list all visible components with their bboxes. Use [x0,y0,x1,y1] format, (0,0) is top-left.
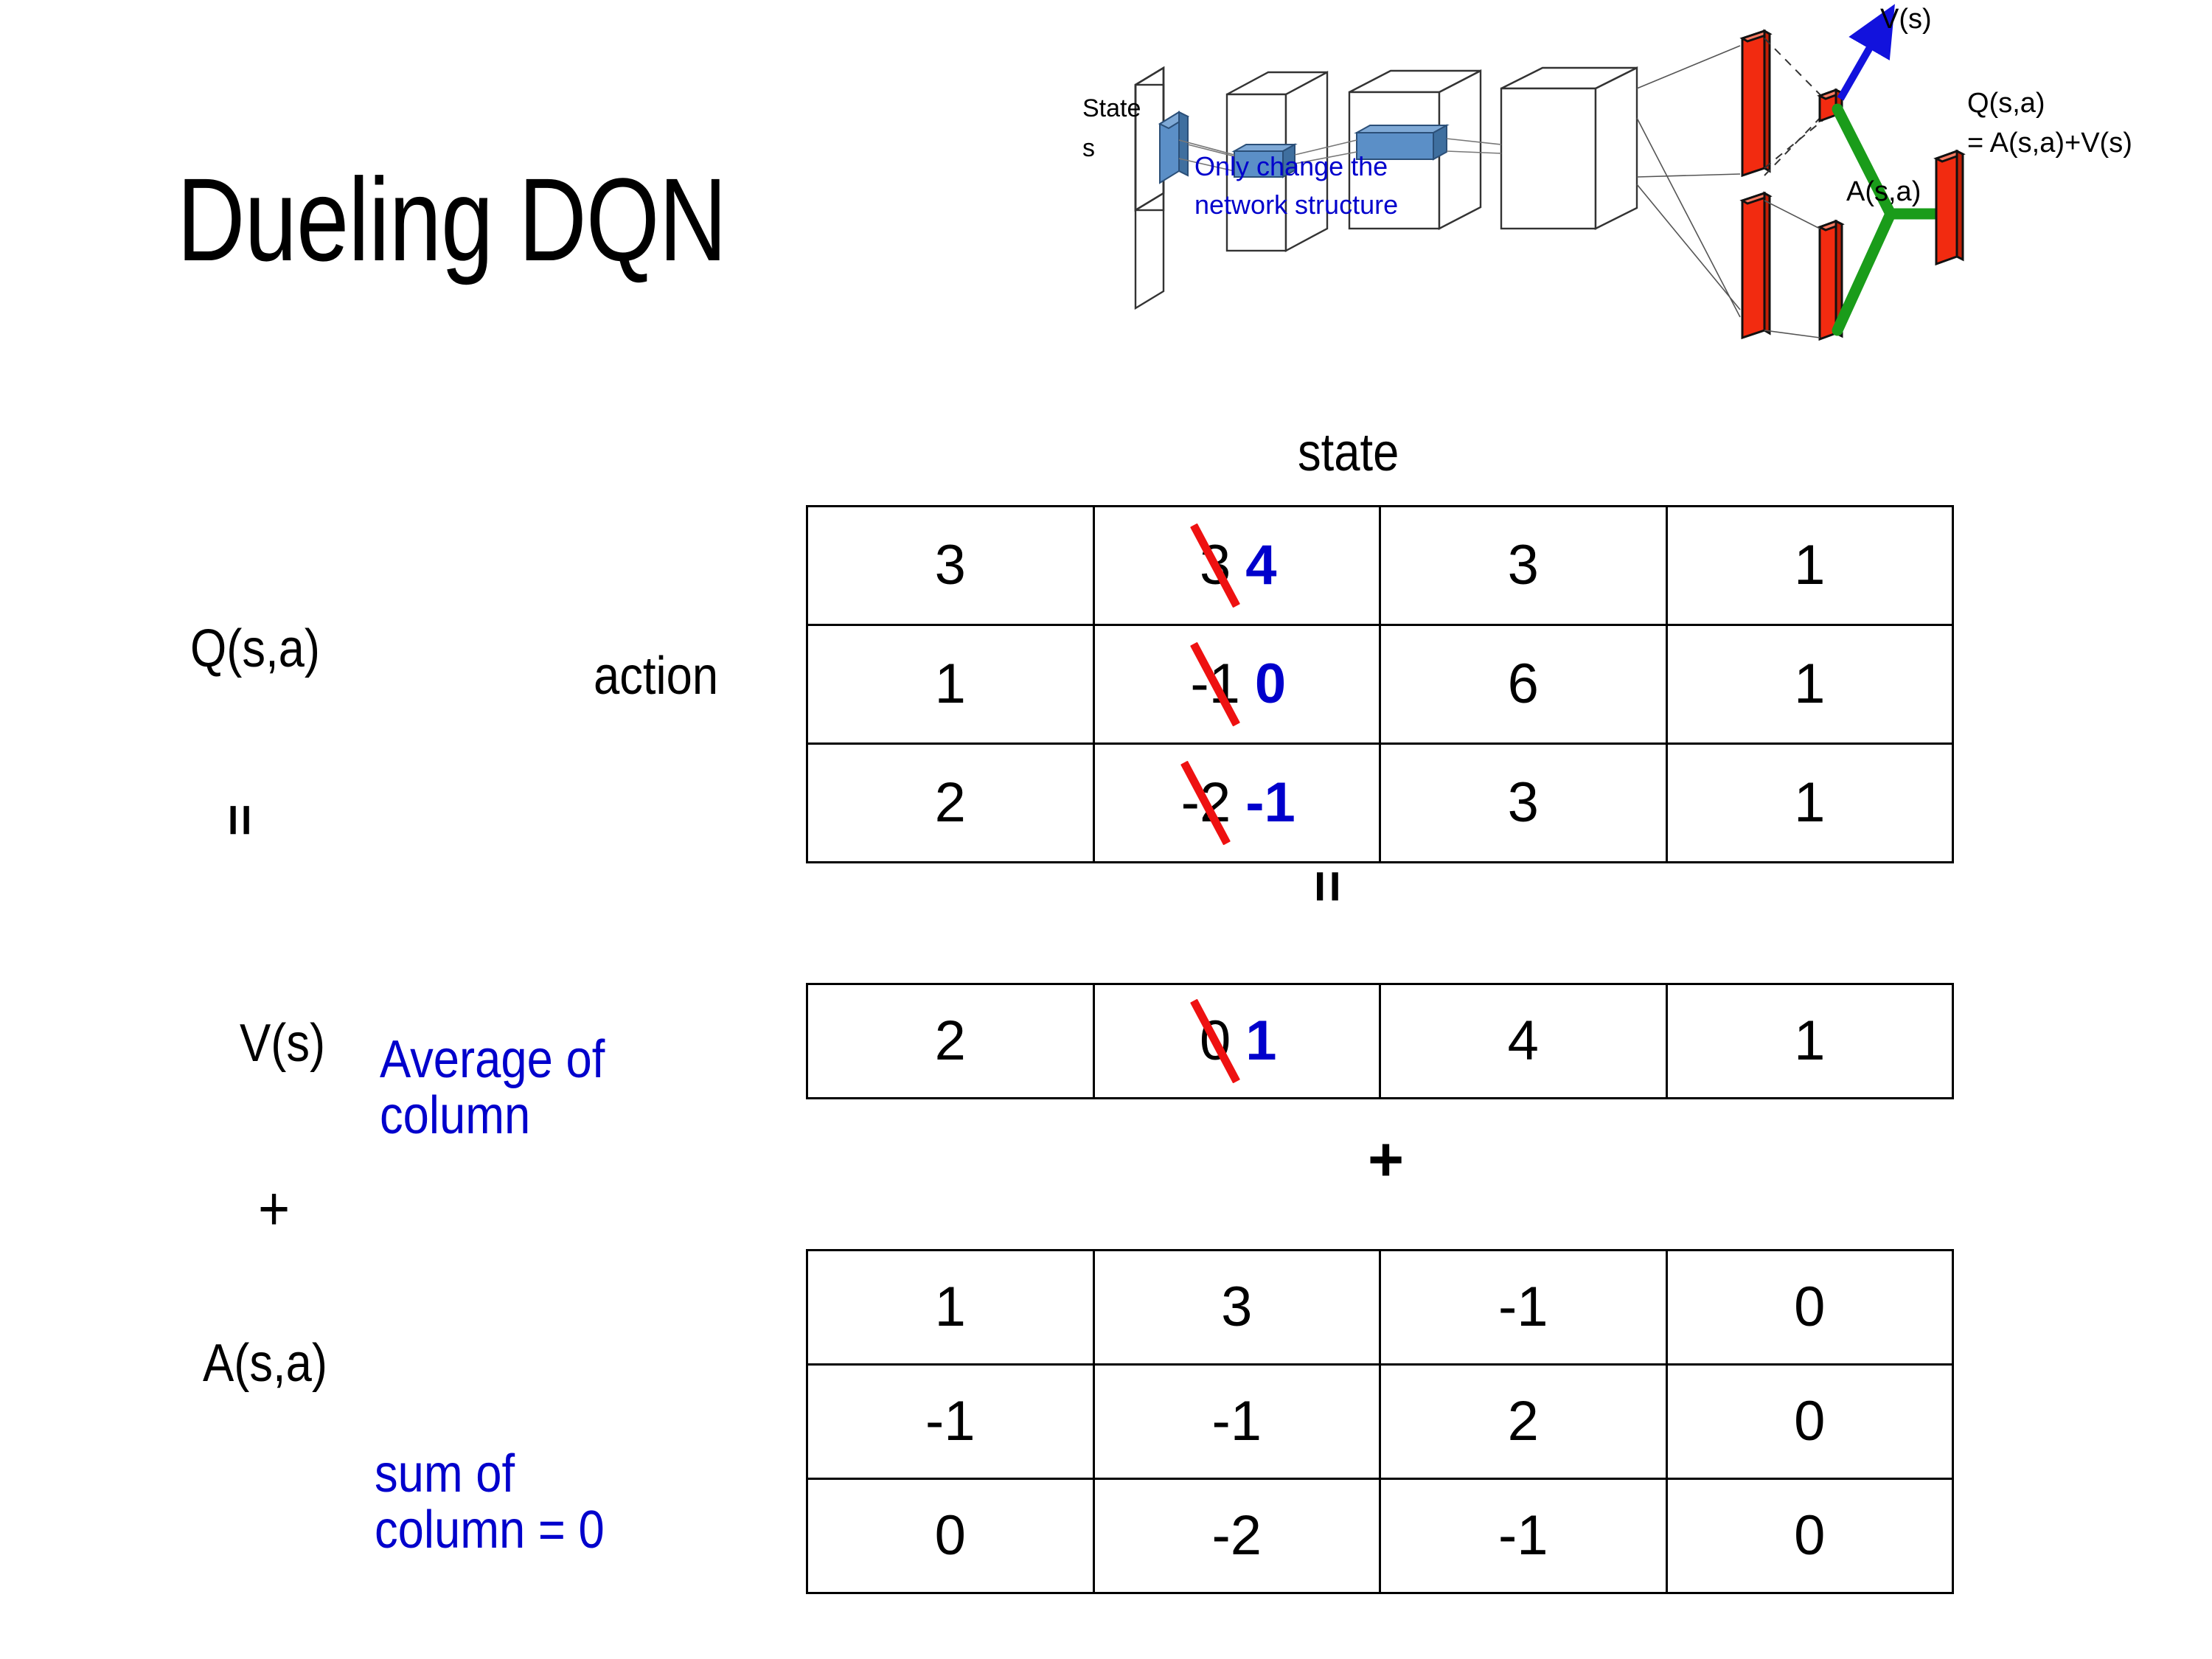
sum-note-line1: sum of [375,1444,515,1503]
q-cell-r1c0: 1 [806,624,1095,745]
diagram-note-line2: network structure [1194,189,1398,220]
page-title: Dueling DQN [177,153,727,285]
plus-operator-between-tables: + [1368,1124,1405,1194]
a-cell-r1c1: -1 [1092,1363,1381,1480]
cell-value: -1 [925,1390,975,1453]
q-value-table: 3 3 4 3 1 1 -1 0 [806,505,1954,863]
cell-value: 1 [934,653,966,715]
q-cell-r0c2: 3 [1379,505,1668,626]
a-cell-r1c3: 0 [1665,1363,1954,1480]
q-cell-r2c0: 2 [806,742,1095,863]
struck-old-value: 0 [1197,1013,1234,1069]
q-cell-r2c3: 1 [1665,742,1954,863]
struck-old-value: -1 [1187,656,1243,712]
advantage-function-label: A(s,a) [203,1334,327,1393]
average-note-line1: Average of [380,1030,605,1089]
sum-of-column-note: sum of column = 0 [375,1444,653,1559]
cell-value: 6 [1507,653,1539,715]
cell-value: 2 [1507,1390,1539,1453]
cell-value: 0 [1794,1390,1826,1453]
corrected-value: 0 [1254,653,1287,715]
advantage-table: 1 3 -1 0 -1 -1 2 0 [806,1249,1954,1594]
cell-value: 1 [1794,1009,1826,1072]
a-cell-r0c3: 0 [1665,1249,1954,1366]
v-cell-c1: 0 1 [1092,983,1381,1099]
v-cell-c3: 1 [1665,983,1954,1099]
cell-value: 0 [1794,1504,1826,1567]
table-row: 3 3 4 3 1 [806,505,1954,626]
value-table: 2 0 1 4 1 [806,983,1954,1099]
diagram-note-line1: Only change the [1194,151,1388,181]
q-cell-r1c3: 1 [1665,624,1954,745]
v-cell-c0: 2 [806,983,1095,1099]
action-axis-heading: action [594,647,719,706]
a-cell-r0c1: 3 [1092,1249,1381,1366]
a-cell-r1c0: -1 [806,1363,1095,1480]
q-cell-r0c1: 3 4 [1092,505,1381,626]
cell-value: 2 [934,771,966,834]
q-cell-r0c3: 1 [1665,505,1954,626]
a-cell-r2c3: 0 [1665,1478,1954,1594]
diagram-q-label-line1: Q(s,a) [1967,88,2045,119]
dueling-network-diagram: State s Only change the network structur… [1082,0,2212,413]
cell-value: 2 [934,1009,966,1072]
a-cell-r0c2: -1 [1379,1249,1668,1366]
diagram-q-label-line2: = A(s,a)+V(s) [1967,128,2132,159]
diagram-value-label: V(s) [1880,4,1932,35]
table-row: 1 3 -1 0 [806,1249,1954,1366]
cell-value: 1 [934,1276,966,1338]
value-function-label: V(s) [240,1014,326,1073]
table-row: 2 -2 -1 3 1 [806,742,1954,863]
q-cell-r1c1: -1 0 [1092,624,1381,745]
cell-value: 3 [1221,1276,1253,1338]
q-cell-r0c0: 3 [806,505,1095,626]
cell-value: -2 [1211,1504,1262,1567]
cell-value: 0 [1794,1276,1826,1338]
q-cell-r1c2: 6 [1379,624,1668,745]
cell-value: 3 [1507,771,1539,834]
state-axis-heading: state [1298,423,1399,482]
q-cell-r2c2: 3 [1379,742,1668,863]
sum-note-line2: column = 0 [375,1500,605,1559]
corrected-value: 1 [1245,1009,1277,1072]
q-function-label: Q(s,a) [190,619,321,678]
equals-sign-left: = [212,804,268,837]
cell-value: 1 [1794,771,1826,834]
table-row: 0 -2 -1 0 [806,1478,1954,1594]
table-row: 1 -1 0 6 1 [806,624,1954,745]
struck-old-value: 3 [1197,538,1234,594]
average-of-column-note: Average of column [380,1032,653,1144]
cell-value: 1 [1794,653,1826,715]
corrected-value: -1 [1245,771,1295,834]
diagram-state-label-line1: State [1082,94,1141,122]
q-cell-r2c1: -2 -1 [1092,742,1381,863]
struck-old-value: -2 [1178,775,1234,831]
plus-sign-left: + [258,1174,291,1243]
a-cell-r1c2: 2 [1379,1363,1668,1480]
v-cell-c2: 4 [1379,983,1668,1099]
cell-value: 0 [934,1504,966,1567]
cell-value: 3 [1507,534,1539,597]
corrected-value: 4 [1245,534,1277,597]
cell-value: -1 [1498,1276,1548,1338]
diagram-state-label-line2: s [1082,134,1095,162]
cell-value: 1 [1794,534,1826,597]
cell-value: -1 [1211,1390,1262,1453]
table-row: -1 -1 2 0 [806,1363,1954,1480]
cell-value: 4 [1507,1009,1539,1072]
diagram-advantage-label: A(s,a) [1846,176,1921,207]
table-row: 2 0 1 4 1 [806,983,1954,1099]
a-cell-r2c2: -1 [1379,1478,1668,1594]
a-cell-r2c1: -2 [1092,1478,1381,1594]
a-cell-r0c0: 1 [806,1249,1095,1366]
equals-operator-between-tables: = [1296,870,1359,903]
cell-value: 3 [934,534,966,597]
average-note-line2: column [380,1085,531,1145]
cell-value: -1 [1498,1504,1548,1567]
a-cell-r2c0: 0 [806,1478,1095,1594]
